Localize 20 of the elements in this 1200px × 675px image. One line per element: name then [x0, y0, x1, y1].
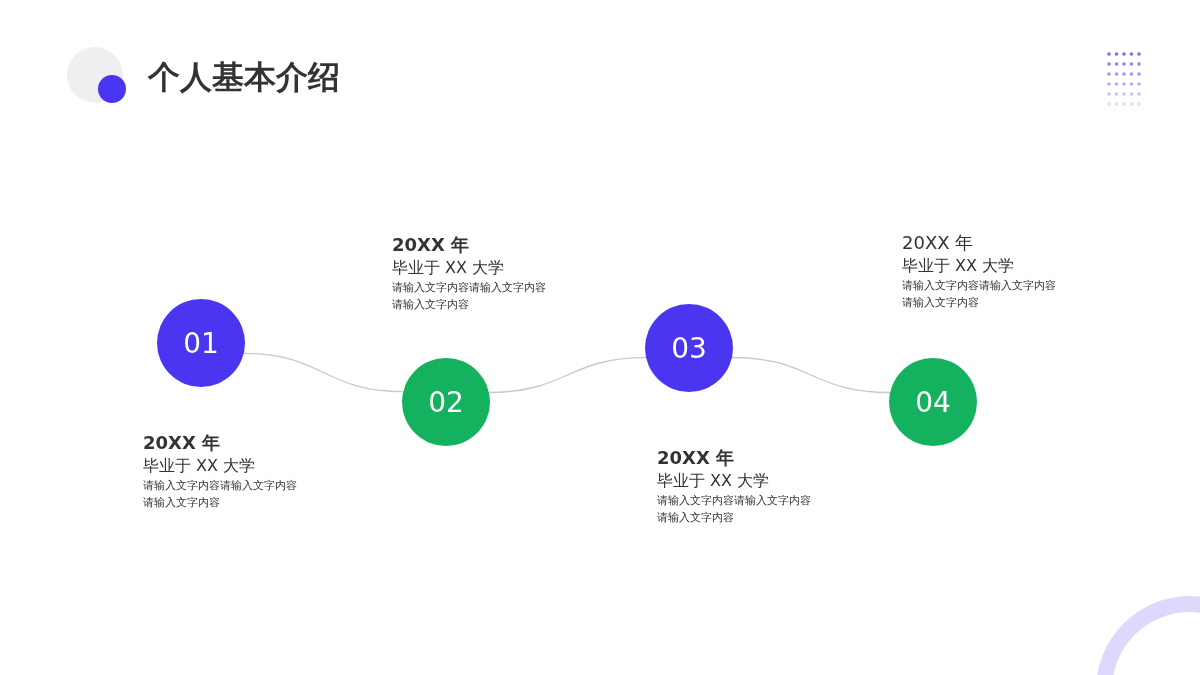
subtitle-text: 毕业于 XX 大学 — [143, 455, 257, 477]
subtitle-text: 毕业于 XX 大学 — [657, 470, 771, 492]
description-text: 请输入文字内容请输入文字内容请输入文字内容 — [657, 493, 812, 526]
year-label: 20XX 年 — [392, 233, 471, 257]
description-text: 请输入文字内容请输入文字内容请输入文字内容 — [902, 278, 1057, 311]
step-number: 03 — [671, 331, 707, 365]
connector-line — [731, 356, 891, 394]
step-number: 04 — [915, 385, 951, 419]
year-label: 20XX 年 — [902, 231, 975, 255]
year-label: 20XX 年 — [143, 431, 222, 455]
step-number: 02 — [428, 385, 464, 419]
subtitle-text: 毕业于 XX 大学 — [902, 255, 1016, 277]
step-number: 01 — [183, 326, 219, 360]
title: 个人基本介绍 — [148, 57, 340, 98]
connector-line — [488, 356, 647, 394]
description-text: 请输入文字内容请输入文字内容请输入文字内容 — [392, 280, 547, 313]
year-label: 20XX 年 — [657, 446, 736, 470]
description-text: 请输入文字内容请输入文字内容请输入文字内容 — [143, 478, 298, 511]
connector-line — [243, 352, 404, 393]
subtitle-text: 毕业于 XX 大学 — [392, 257, 506, 279]
